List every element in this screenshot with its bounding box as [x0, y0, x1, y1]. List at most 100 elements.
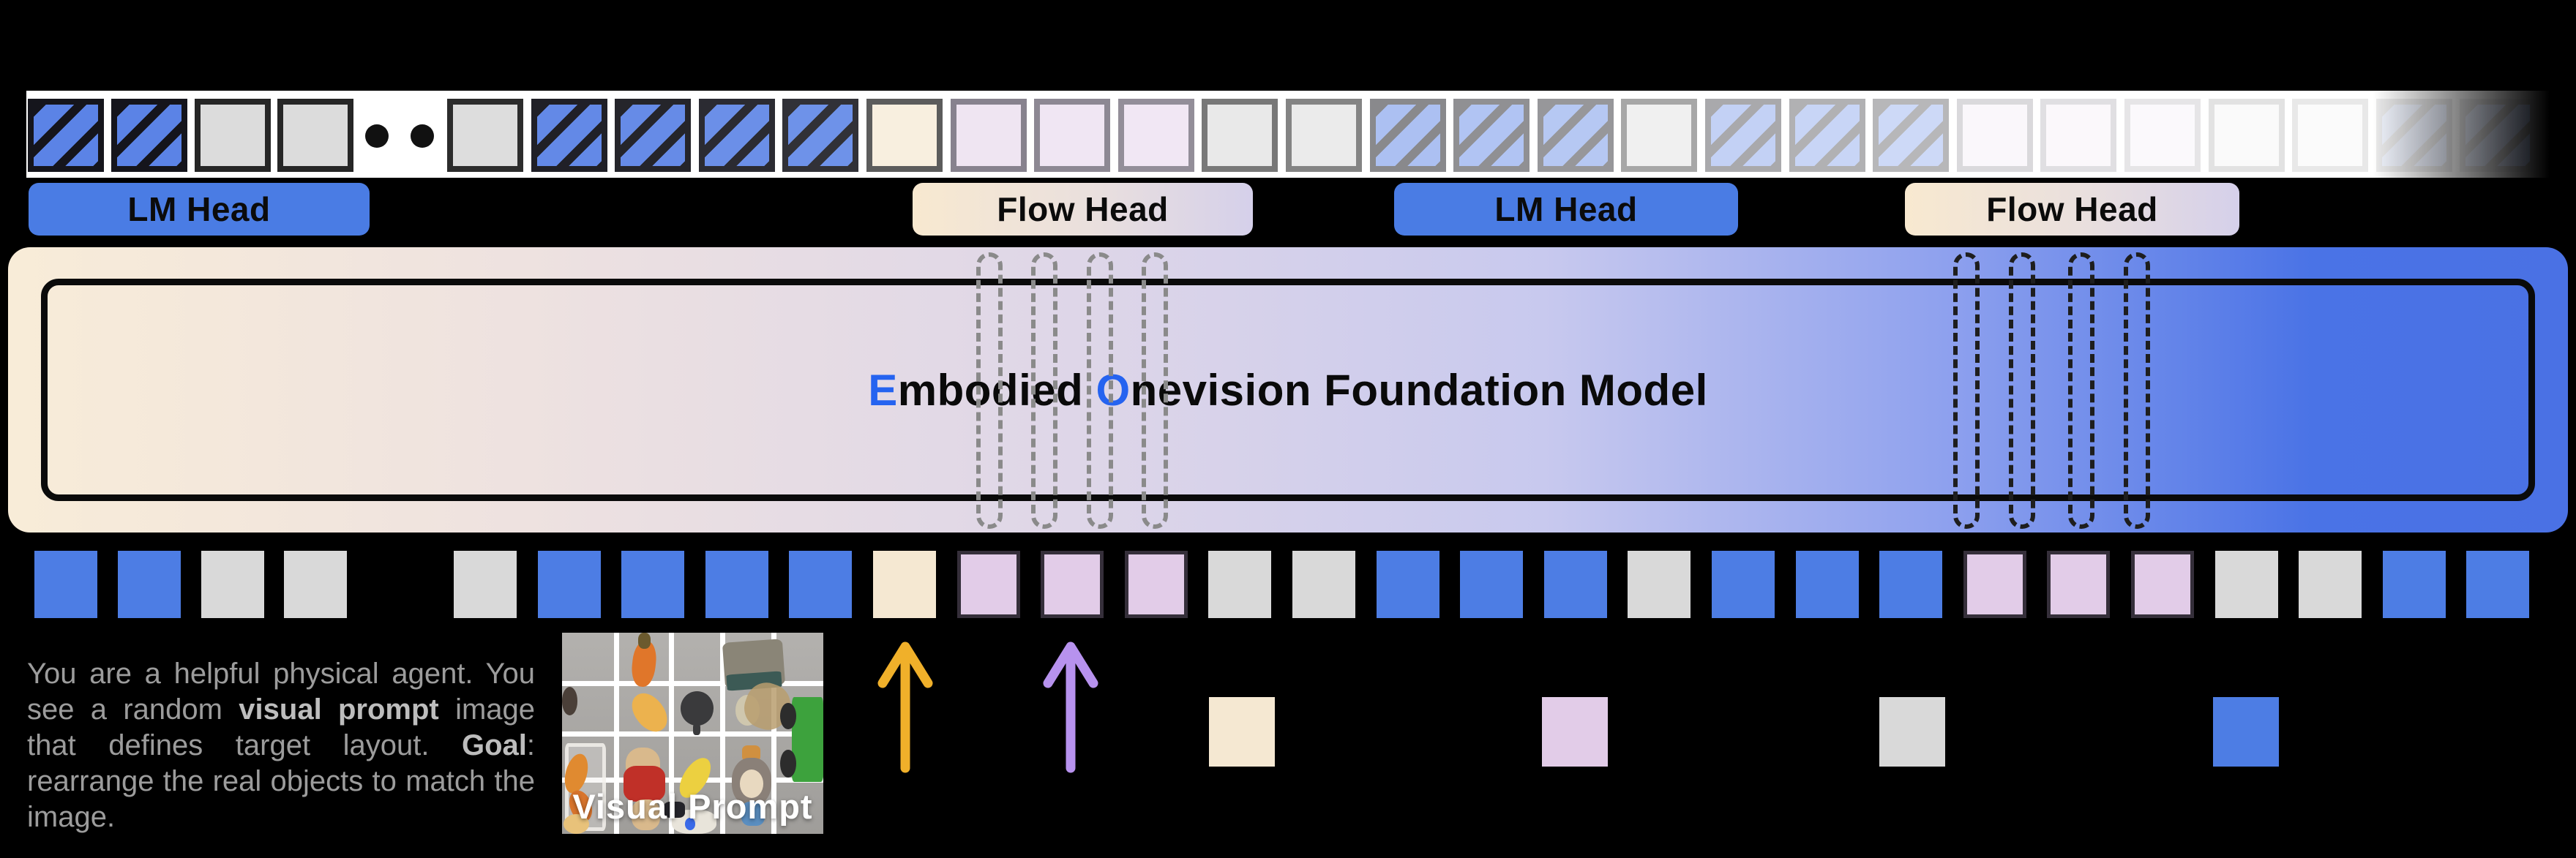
output-token-gray — [194, 99, 271, 172]
pink-square — [1542, 697, 1608, 767]
input-token-pink — [1041, 551, 1104, 618]
input-token-blue — [705, 551, 768, 618]
pan — [681, 690, 714, 726]
output-token-hatch — [1705, 99, 1781, 172]
output-token-gray — [277, 99, 354, 172]
truck-wheel-2 — [780, 749, 796, 778]
input-token-pink — [1124, 551, 1188, 618]
blue-square — [2213, 697, 2279, 767]
output-token-hatch — [1789, 99, 1865, 172]
output-token-hatch — [1537, 99, 1614, 172]
input-token-gray — [454, 551, 517, 618]
output-token-hatch — [782, 99, 859, 172]
input-token-blue — [1795, 551, 1859, 618]
input-token-blue — [537, 551, 601, 618]
dashed-capsule-group-1 — [976, 252, 1003, 529]
system-prompt-text: You are a helpful physical agent. You se… — [27, 656, 535, 835]
input-token-blue — [34, 551, 97, 618]
bread — [563, 813, 590, 834]
input-token-blue — [1712, 551, 1775, 618]
output-token-pink — [2124, 99, 2201, 172]
output-token-hatch — [531, 99, 607, 172]
dashed-capsule-group-2 — [2124, 252, 2150, 529]
prompt-bold-text: visual prompt — [239, 693, 439, 726]
dashed-capsule-group-1 — [1087, 252, 1113, 529]
croissant — [625, 686, 674, 738]
dashed-capsule-group-2 — [2009, 252, 2035, 529]
input-token-blue — [2382, 551, 2446, 618]
input-token-blue — [621, 551, 685, 618]
tiger-legs — [631, 799, 660, 830]
foundation-model-box: Embodied Onevision Foundation Model — [8, 247, 2568, 533]
dark-ball — [562, 687, 578, 715]
output-token-gray — [447, 99, 523, 172]
input-token-pink — [1963, 551, 2026, 618]
visual-prompt-image: Visual Prompt — [562, 633, 823, 834]
lm-head-label: LM Head — [1394, 183, 1738, 236]
input-token-blue — [1543, 551, 1607, 618]
output-token-hatch — [1453, 99, 1530, 172]
input-token-gray — [1628, 551, 1691, 618]
monkey-legs — [741, 802, 765, 826]
title-accent-letter: E — [868, 365, 898, 415]
beige-square — [1209, 697, 1275, 767]
prompt-text: image that defines target layout. — [27, 693, 536, 761]
input-token-blue — [2466, 551, 2530, 618]
output-token-gray — [2292, 99, 2369, 172]
input-token-blue — [1376, 551, 1439, 618]
purple-arrow — [1043, 641, 1098, 773]
input-token-gray — [201, 551, 264, 618]
green-truck — [792, 697, 823, 782]
prompt-bold-text: Goal — [461, 729, 527, 761]
model-title: Embodied Onevision Foundation Model — [868, 365, 1708, 415]
dashed-capsule-group-2 — [2068, 252, 2094, 529]
input-token-pink — [2131, 551, 2194, 618]
output-token-hatch — [2375, 99, 2452, 172]
title-text: nevision Foundation Model — [1130, 365, 1708, 415]
flow-head-label: Flow Head — [1905, 183, 2239, 236]
orange-arrow — [877, 641, 933, 773]
dashed-capsule-group-1 — [1142, 252, 1168, 529]
input-token-gray — [2299, 551, 2362, 618]
input-token-gray — [2214, 551, 2278, 618]
output-token-pink — [1034, 99, 1111, 172]
pan-handle — [692, 723, 701, 736]
output-token-pink — [1956, 99, 2033, 172]
input-token-blue — [117, 551, 181, 618]
input-token-blue — [789, 551, 853, 618]
output-token-gray — [1621, 99, 1698, 172]
input-token-pink — [956, 551, 1020, 618]
output-token-hatch — [615, 99, 692, 172]
prompt-text: : rearrange the real objects to match th… — [27, 729, 535, 833]
output-token-hatch — [2460, 99, 2536, 172]
robot-eye — [684, 818, 696, 830]
output-token-hatch — [1873, 99, 1950, 172]
flow-head-label: Flow Head — [913, 183, 1253, 236]
red-shirt — [623, 765, 665, 802]
output-token-pink — [2040, 99, 2117, 172]
truck-wheel-1 — [780, 703, 796, 729]
output-token-pink — [950, 99, 1027, 172]
carrot-top — [637, 633, 651, 649]
output-token-gray — [1286, 99, 1362, 172]
output-token-hatch — [1369, 99, 1446, 172]
input-token-blue — [1879, 551, 1943, 618]
output-token-hatch — [111, 99, 187, 172]
lm-head-label: LM Head — [29, 183, 370, 236]
ellipsis-dot — [365, 124, 389, 148]
title-text: mbodied — [897, 365, 1096, 415]
visual-prompt-label: Visual Prompt — [572, 787, 813, 826]
input-token-beige — [873, 551, 936, 618]
output-token-hatch — [28, 99, 104, 172]
output-token-hatch — [698, 99, 775, 172]
input-token-gray — [1292, 551, 1355, 618]
input-token-blue — [1460, 551, 1524, 618]
output-token-pink — [1117, 99, 1194, 172]
dashed-capsule-group-1 — [1031, 252, 1057, 529]
grid-line-horizontal — [562, 731, 823, 737]
foundation-model-inner-border: Embodied Onevision Foundation Model — [41, 279, 2535, 501]
dashed-capsule-group-2 — [1953, 252, 1980, 529]
output-token-gray — [2208, 99, 2285, 172]
ellipsis-dot — [411, 124, 434, 148]
